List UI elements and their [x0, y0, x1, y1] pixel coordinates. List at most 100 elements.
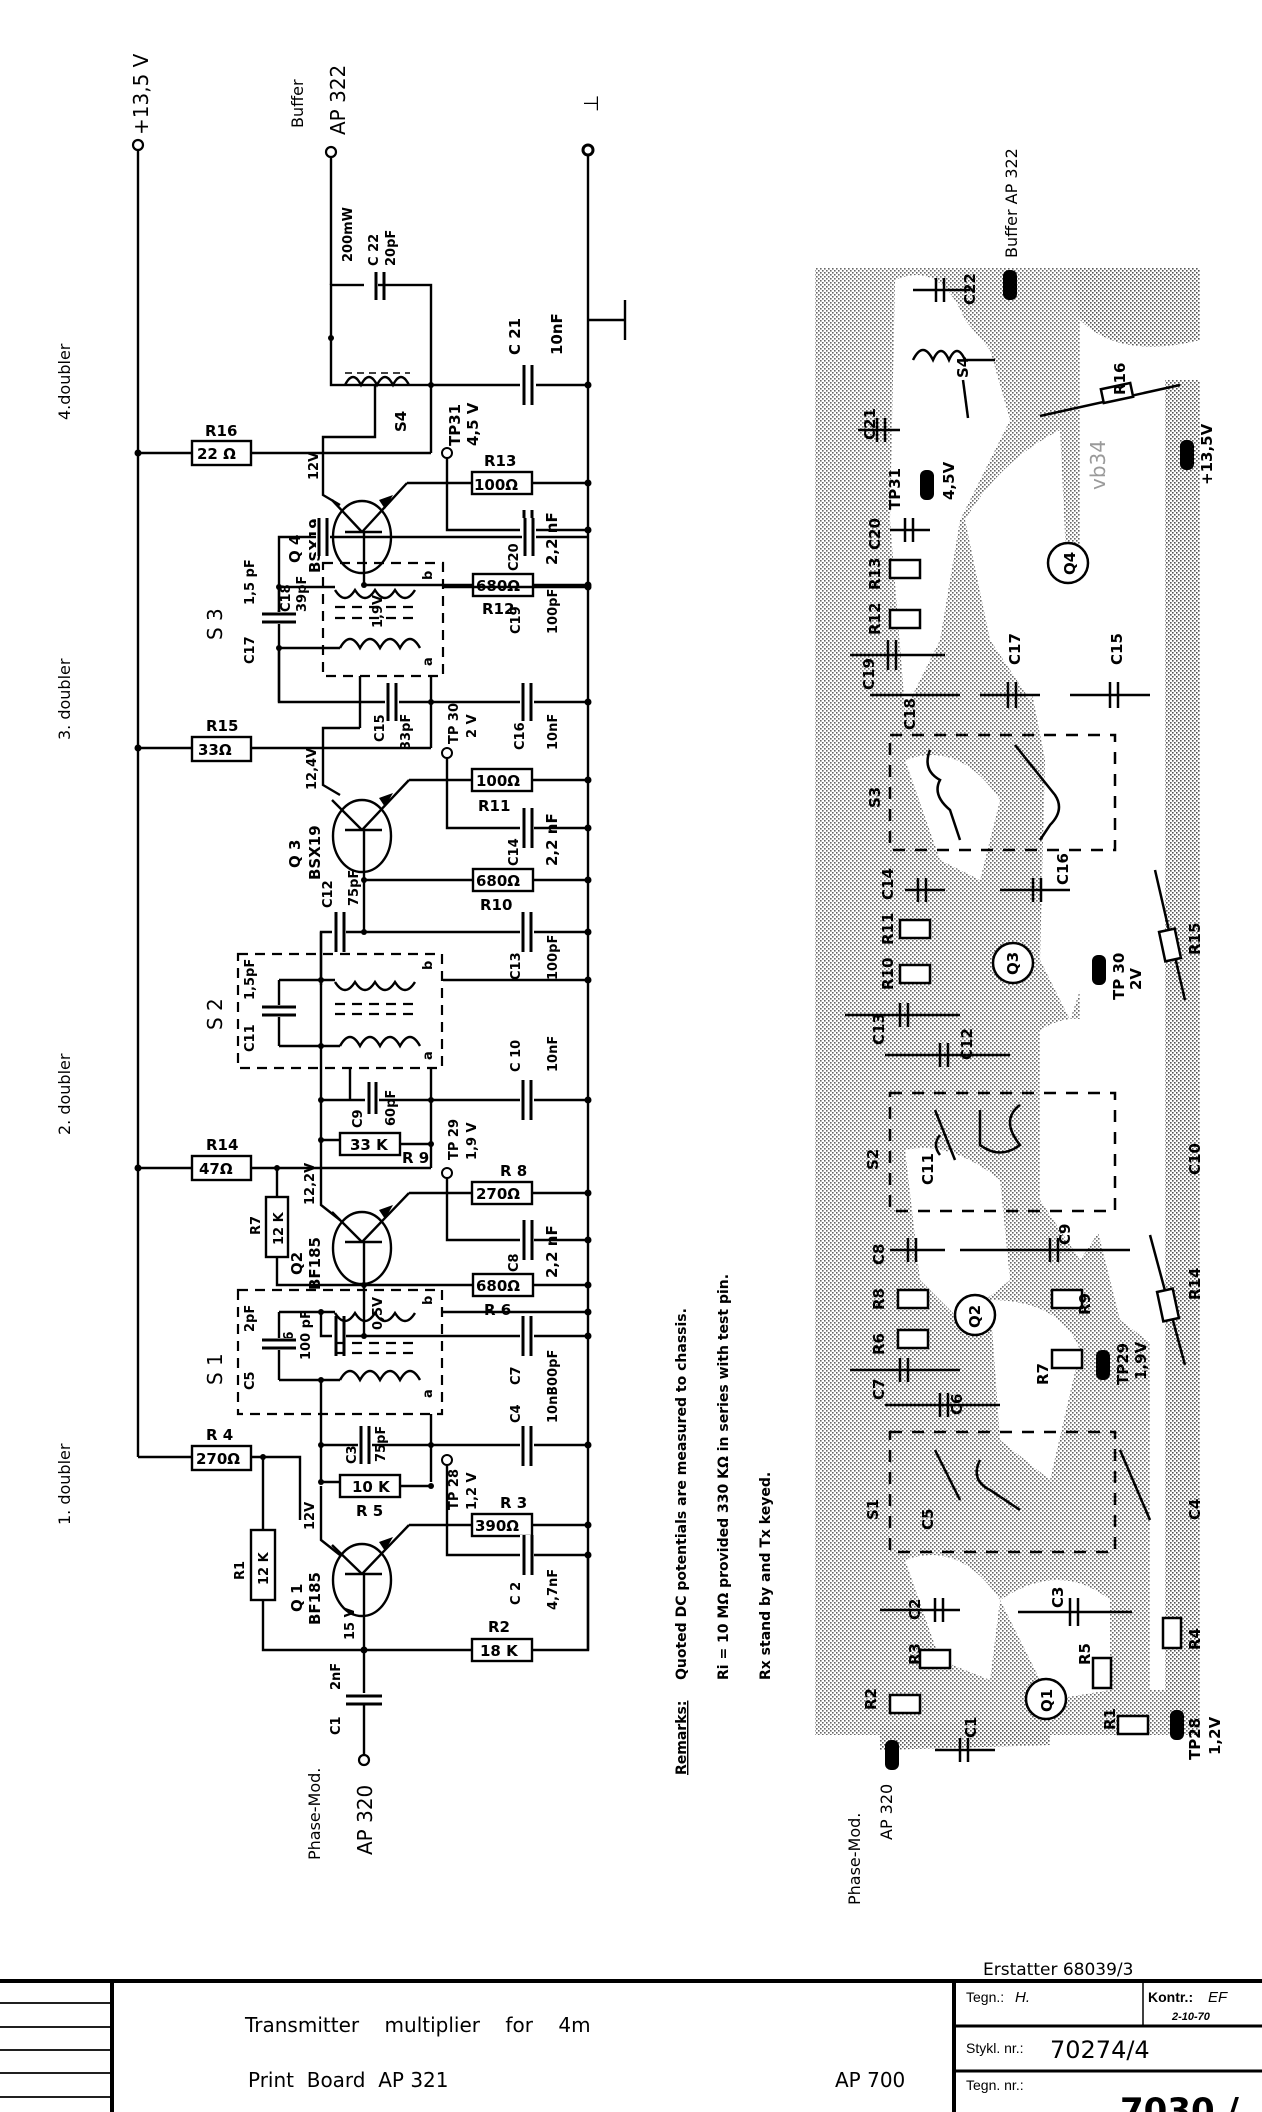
- C3-ref: C3: [345, 1445, 360, 1464]
- pcb-label-C13: C13: [870, 1013, 888, 1045]
- C7-value: 300pF: [546, 1350, 561, 1395]
- C16-ref: C16: [513, 722, 528, 750]
- erstatter-label: Erstatter 68039/3: [983, 1960, 1133, 1980]
- C18-ref: C18: [279, 584, 294, 612]
- remarks-line-2: Ri = 10 MΩ provided 330 KΩ in series wit…: [716, 1274, 732, 1680]
- C22-ref: C 22: [367, 234, 382, 266]
- pad-tp30: [1092, 955, 1106, 985]
- R8-ref: R 8: [500, 1162, 527, 1180]
- pcb-label-R2: R2: [862, 1688, 880, 1710]
- output-terminal-icon: [324, 145, 338, 159]
- C15-value: 33pF: [399, 714, 414, 750]
- pcb-label-TP29v: 1,9V: [1132, 1341, 1150, 1380]
- ground-rail: ⊥: [579, 95, 627, 1650]
- pcb-label-R3: R3: [906, 1643, 924, 1665]
- pcb-label-C21: C21: [861, 408, 879, 440]
- input-name: Phase-Mod.: [305, 1768, 324, 1860]
- pcb-label-R16: R16: [1111, 363, 1129, 395]
- Q1-type: BF185: [306, 1572, 324, 1625]
- pcb-label-C15: C15: [1108, 633, 1126, 665]
- R5-value: 10 K: [352, 1478, 391, 1496]
- R7-ref: R7: [249, 1216, 264, 1235]
- pcb-input-label-1: Phase-Mod.: [845, 1813, 864, 1905]
- pcb-label-C11: C11: [919, 1153, 937, 1185]
- R16-ref: R16: [205, 422, 237, 440]
- tegn-nr-value: 7030 /: [1120, 2091, 1239, 2112]
- pcb-label-R15: R15: [1186, 923, 1204, 955]
- pcb-label-C19: C19: [860, 658, 878, 690]
- Q2-vb: 0,5V: [371, 1297, 386, 1330]
- pcb-label-S2: S2: [864, 1149, 882, 1170]
- TP29-ref: TP 29: [447, 1119, 462, 1160]
- C17-value: 1,5 pF: [243, 559, 258, 605]
- pcb-label-TP29: TP29: [1114, 1343, 1132, 1385]
- R3-value: 390Ω: [475, 1517, 519, 1535]
- pad-buffer-output: [1003, 270, 1017, 300]
- C5-value: 2pF: [243, 1305, 258, 1332]
- pcb-label-Q4: Q4: [1061, 552, 1079, 575]
- pcb-layout: Buffer AP 322 +13,5V vb34 Phase-Mod. AP …: [815, 148, 1224, 1905]
- pcb-label-C12: C12: [958, 1028, 976, 1060]
- remarks-line-1: Quoted DC potentials are measured to cha…: [674, 1308, 690, 1680]
- pcb-label-S4: S4: [954, 357, 972, 378]
- pcb-label-TP31v: 4,5V: [940, 461, 958, 500]
- R13-value: 100Ω: [474, 476, 518, 494]
- R9-ref: R 9: [402, 1149, 429, 1167]
- schematic: 1. doubler 2. doubler 3. doubler 4.doubl…: [55, 53, 627, 1860]
- pcb-label-R14: R14: [1186, 1268, 1204, 1300]
- pcb-watermark: vb34: [1086, 440, 1110, 490]
- supply-label: +13,5 V: [129, 53, 153, 135]
- pcb-label-R1: R1: [1101, 1708, 1119, 1730]
- R7-value: 12 K: [272, 1211, 287, 1245]
- C11-value: 1,5pF: [243, 959, 258, 1000]
- C2-value: 4,7nF: [546, 1569, 561, 1610]
- R11-ref: R11: [478, 797, 510, 815]
- pcb-label-C16: C16: [1054, 853, 1072, 885]
- stage-label-3: 3. doubler: [55, 658, 74, 740]
- pcb-label-R10: R10: [879, 958, 897, 990]
- pad-tp31: [920, 470, 934, 500]
- S3-label: S 3: [203, 608, 227, 640]
- pcb-label-C4: C4: [1186, 1499, 1204, 1520]
- title-block: Erstatter 68039/3 Transmitter multiplier…: [0, 1960, 1262, 2112]
- R4-value: 270Ω: [196, 1450, 240, 1468]
- R8-value: 270Ω: [476, 1185, 520, 1203]
- S3-tap-b: b: [421, 571, 436, 580]
- kontr-label: Kontr.:: [1148, 1989, 1193, 2005]
- C3-value: 75pF: [374, 1426, 389, 1462]
- pcb-label-S1: S1: [864, 1499, 882, 1520]
- Q4-vc: 12V: [307, 452, 322, 480]
- stage-label-4: 4.doubler: [55, 343, 74, 420]
- C18-value: 39pF: [295, 576, 310, 612]
- supply-rail: +13,5 V: [129, 53, 153, 1457]
- pcb-label-TP30: TP 30: [1110, 953, 1128, 1000]
- stage-3: S 3 b a C18 39pF C19 100pF: [134, 518, 592, 985]
- S2-tap-a: a: [421, 1051, 436, 1060]
- C16-value: 10nF: [546, 714, 561, 750]
- R9-value: 33 K: [350, 1136, 389, 1154]
- R10-value: 680Ω: [476, 872, 520, 890]
- pcb-label-TP31: TP31: [886, 468, 904, 510]
- Q3-ref: Q 3: [286, 840, 304, 868]
- ground-symbol-label: ⊥: [579, 95, 603, 112]
- C22-value: 20pF: [384, 230, 399, 266]
- R16-value: 22 Ω: [197, 445, 236, 463]
- S2-label: S 2: [203, 998, 227, 1030]
- TP31-ref: TP31: [446, 404, 464, 446]
- TP28-value: 1,2 V: [465, 1472, 480, 1510]
- C1-ref: C1: [329, 1716, 344, 1735]
- S1-label: S 1: [203, 1353, 227, 1385]
- Q2-type: BF185: [306, 1237, 324, 1290]
- C7-ref: C7: [509, 1366, 524, 1385]
- R15-ref: R15: [206, 717, 238, 735]
- drawing-subtitle: Print Board AP 321: [248, 2068, 449, 2092]
- Q1-vb: 15 V: [343, 1607, 358, 1640]
- remarks-line-3: Rx stand by and Tx keyed.: [758, 1472, 774, 1680]
- C2-ref: C 2: [509, 1582, 524, 1605]
- tegn-nr-label: Tegn. nr.:: [966, 2077, 1024, 2093]
- output-ref: AP 322: [326, 65, 350, 135]
- remarks: Remarks: Quoted DC potentials are measur…: [674, 1274, 774, 1775]
- R5-ref: R 5: [356, 1502, 383, 1520]
- R1-value: 12 K: [257, 1551, 272, 1585]
